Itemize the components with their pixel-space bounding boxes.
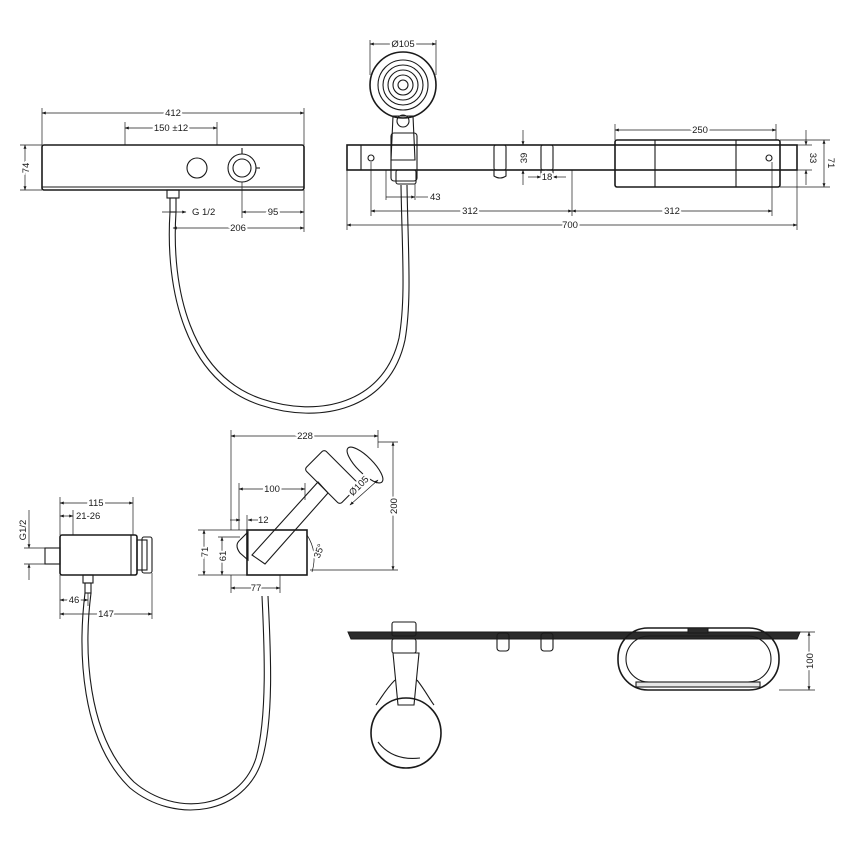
- thermostat-side-view: [44, 534, 153, 594]
- shower-bar-top-dimensions: 100: [779, 631, 818, 691]
- dim-21-26: 21-26: [76, 511, 100, 522]
- dim-33: 33: [807, 153, 818, 164]
- dim-100-h: 100: [264, 484, 280, 495]
- holder-side-view: [236, 446, 384, 576]
- dim-77: 77: [251, 583, 262, 594]
- shower-bar-front-view: [346, 51, 798, 188]
- dim-74: 74: [21, 163, 32, 174]
- dim-39: 39: [519, 153, 530, 164]
- dim-228: 228: [297, 431, 313, 442]
- dim-100-v: 100: [805, 653, 816, 669]
- shower-bar-top-view: [347, 621, 801, 769]
- dim-150: 150 ±12: [154, 123, 188, 134]
- thermostat-side-dimensions: 115 21-26 G1/2 46 147: [16, 496, 153, 622]
- shower-bar-dimensions: Ø105 250 39 18 43 33 71: [346, 37, 838, 233]
- dim-43: 43: [430, 192, 441, 203]
- dim-71-side: 71: [200, 547, 211, 558]
- dim-147: 147: [98, 609, 114, 620]
- dim-d105-top: Ø105: [391, 39, 414, 50]
- dim-12: 12: [258, 515, 269, 526]
- thermostat-front-view: [41, 144, 305, 213]
- dim-71-right: 71: [825, 158, 836, 169]
- shower-hose-top: [168, 184, 410, 414]
- dim-g12-top: G 1/2: [192, 207, 215, 218]
- dim-g12-side: G1/2: [18, 520, 29, 541]
- dim-700: 700: [562, 220, 578, 231]
- holder-side-dimensions: 228 100 Ø105 200 12 71 61 35° 77: [198, 429, 402, 596]
- dim-250: 250: [692, 125, 708, 136]
- thermostat-dimensions: 412 150 ±12 74 G 1/2 95 206: [19, 106, 305, 236]
- dim-200: 200: [389, 498, 400, 514]
- dim-412: 412: [165, 108, 181, 119]
- dim-18: 18: [542, 172, 553, 183]
- dim-312-b: 312: [664, 206, 680, 217]
- dim-206: 206: [230, 223, 246, 234]
- dim-115: 115: [88, 498, 103, 509]
- dim-312-a: 312: [462, 206, 478, 217]
- dim-95: 95: [268, 207, 279, 218]
- dim-46: 46: [69, 595, 80, 606]
- dim-61: 61: [218, 551, 229, 562]
- shower-hose-bottom: [81, 592, 272, 811]
- dim-35-deg: 35°: [312, 542, 327, 559]
